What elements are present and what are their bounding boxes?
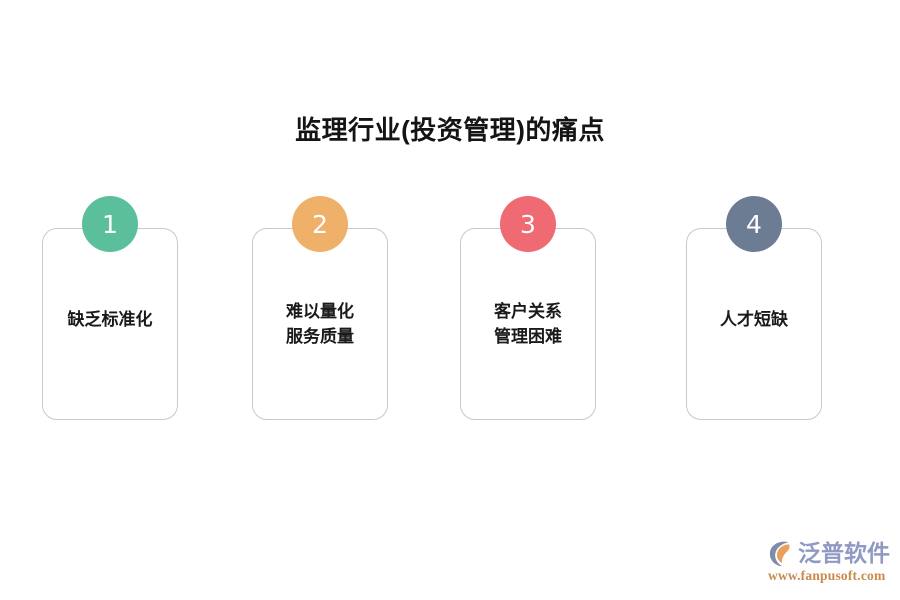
card-number-4: 4: [746, 209, 762, 239]
card-number-3: 3: [520, 209, 536, 239]
card-number-badge-1: 1: [82, 196, 138, 252]
card-label-1-line1: 缺乏标准化: [67, 310, 153, 329]
card-body-3: [460, 228, 596, 420]
card-label-3-line2: 管理困难: [494, 326, 562, 346]
fanpu-logo-icon: [768, 540, 796, 567]
card-body-1: [42, 228, 178, 420]
card-number-badge-2: 2: [292, 196, 348, 252]
logo-brand-name: 泛普软件: [798, 539, 890, 566]
pain-point-card-4[interactable]: 4 人才短缺: [686, 196, 822, 426]
card-label-4-line1: 人才短缺: [720, 310, 788, 329]
card-label-1: 缺乏标准化: [42, 308, 178, 333]
card-number-1: 1: [102, 209, 118, 239]
card-label-2-line1: 难以量化: [286, 302, 354, 321]
pain-point-card-3[interactable]: 3 客户关系 管理困难: [460, 196, 596, 426]
card-label-4: 人才短缺: [686, 308, 822, 333]
logo-top-row: 泛普软件: [768, 538, 894, 568]
logo-website-url: www.fanpusoft.com: [768, 568, 886, 583]
pain-point-card-2[interactable]: 2 难以量化 服务质量: [252, 196, 388, 426]
card-label-3-line1: 客户关系: [494, 302, 562, 321]
page-title: 监理行业(投资管理)的痛点: [295, 115, 605, 145]
card-body-2: [252, 228, 388, 420]
pain-point-cards: 1 缺乏标准化 2 难以量化 服务质量 3 客户关系 管理困难 4: [42, 196, 828, 426]
card-number-badge-4: 4: [726, 196, 782, 252]
pain-point-card-1[interactable]: 1 缺乏标准化: [42, 196, 178, 426]
card-number-2: 2: [312, 209, 328, 239]
brand-logo[interactable]: 泛普软件 www.fanpusoft.com: [768, 538, 894, 586]
card-label-3: 客户关系 管理困难: [460, 300, 596, 349]
card-body-4: [686, 228, 822, 420]
card-label-2-line2: 服务质量: [286, 326, 354, 346]
card-number-badge-3: 3: [500, 196, 556, 252]
card-label-2: 难以量化 服务质量: [252, 300, 388, 349]
